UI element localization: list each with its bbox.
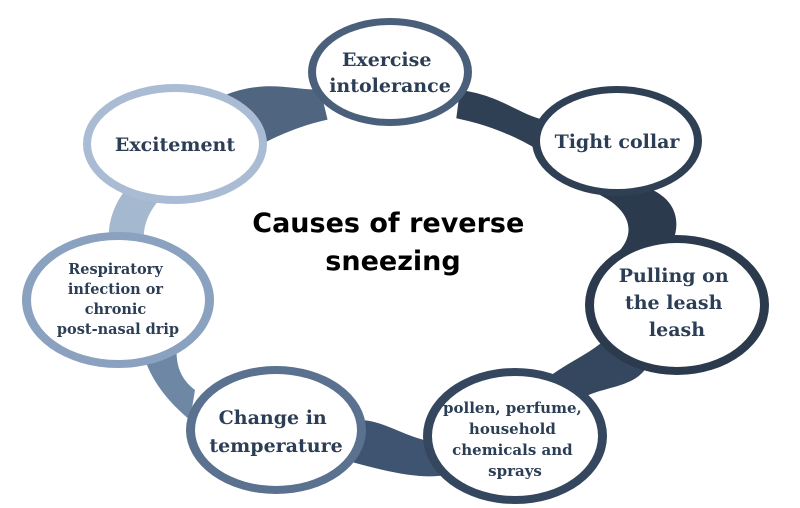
node-exercise: Exercise intolerance (308, 18, 472, 126)
node-collar: Tight collar (532, 86, 702, 196)
center-area (180, 112, 610, 412)
node-leash-label: Pulling on the leash leash (619, 265, 736, 341)
node-leash-fill (594, 243, 760, 367)
node-temperature: Change in temperature (186, 366, 366, 494)
node-exercise-label: Exercise intolerance (329, 49, 451, 97)
center-title: Causes of reverse sneezing (252, 208, 533, 277)
node-respiratory: Respiratory infection or chronic post-na… (22, 232, 214, 368)
node-excitement-label: Excitement (115, 134, 235, 156)
node-collar-fill (540, 93, 694, 189)
node-leash: Pulling on the leash leash (585, 235, 769, 375)
node-temperature-fill (195, 374, 357, 486)
node-pollen-label: pollen, perfume, household chemicals and… (443, 399, 587, 480)
node-exercise-fill (316, 25, 464, 119)
connector-pollen-temperature (345, 420, 455, 477)
node-respiratory-label: Respiratory infection or chronic post-na… (57, 261, 179, 338)
node-temperature-label: Change in temperature (209, 407, 342, 457)
node-excitement: Excitement (83, 84, 267, 204)
node-excitement-fill (91, 92, 259, 196)
node-pollen-fill (432, 376, 598, 496)
node-pollen: pollen, perfume, household chemicals and… (423, 368, 607, 504)
node-collar-label: Tight collar (555, 131, 681, 153)
node-respiratory-fill (31, 240, 205, 360)
